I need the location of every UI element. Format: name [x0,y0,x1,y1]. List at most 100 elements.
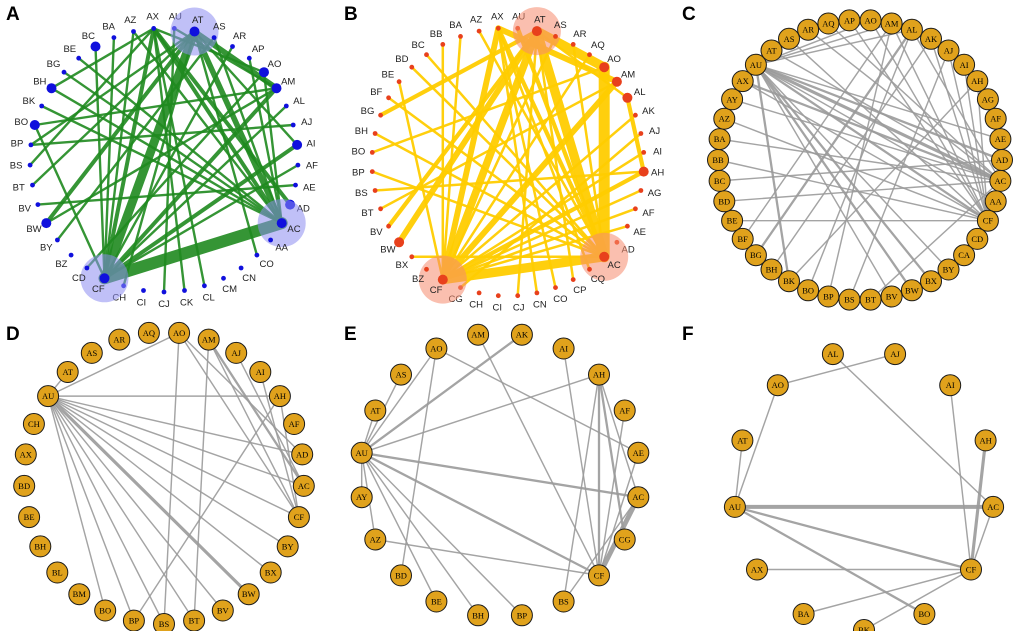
node-label: CD [72,273,86,284]
network-node [476,290,482,296]
node-label: CJ [513,303,525,314]
network-node [18,506,41,529]
node-label: BC [411,40,424,51]
network-edge [930,38,989,222]
network-edge [360,452,479,617]
network-node [372,188,378,193]
node-label: BE [63,44,76,55]
network-node [638,188,644,193]
network-node [900,279,923,302]
network-node [638,131,644,136]
network-node [108,328,131,351]
network-edge [438,27,541,284]
network-node [838,9,861,32]
network-edge [562,347,600,577]
node-label: BP [352,167,365,178]
node-label: AK [516,330,529,340]
network-node [350,441,373,464]
network-edge [949,384,972,571]
network-node [622,92,633,103]
network-node [424,52,429,58]
network-node [534,290,540,296]
node-label: BX [925,276,937,286]
node-label: BY [282,541,294,551]
network-node [937,39,960,62]
network-node [570,42,576,47]
node-label: AZ [719,114,730,124]
node-label: CF [430,285,443,296]
network-node [221,275,226,281]
network-edge [262,70,283,225]
network-edge [259,371,300,518]
network-edge [970,506,994,571]
network-edge [103,36,116,280]
node-label: BP [823,292,834,302]
node-label: AM [621,70,635,81]
network-node [974,429,997,452]
network-node [254,252,260,258]
network-node [409,254,415,260]
node-label: BH [33,77,46,88]
network-edge [102,26,156,281]
node-label: BX [265,568,277,578]
node-label: AT [766,46,777,56]
node-label: CO [259,259,273,270]
node-label: AH [593,370,605,380]
network-edge [360,451,640,499]
network-node [230,44,235,49]
node-label: AU [729,502,741,512]
network-node [553,285,558,290]
network-node [364,528,387,551]
node-label: AI [256,367,265,377]
network-node [976,209,999,232]
node-label: CI [137,297,147,308]
network-node [900,18,923,41]
node-label: BS [10,161,23,172]
network-node [760,39,783,62]
node-label: AH [651,167,664,178]
network-node [291,443,314,466]
node-label: AD [621,245,634,256]
network-edge [515,26,607,259]
network-edge [103,30,135,280]
network-edge [400,347,438,577]
network-node [570,277,576,282]
node-label: BS [558,597,569,607]
network-node [237,583,260,606]
network-edge [827,22,1002,182]
network-node [467,323,490,346]
network-node [283,413,306,435]
network-edge [770,49,1002,182]
network-edge [56,36,216,242]
node-label: BF [370,87,382,98]
node-label: AO [864,15,876,25]
network-edge [77,57,283,225]
network-node [293,182,298,188]
network-node [386,95,391,101]
network-edge [151,26,284,226]
node-label: BV [370,227,383,238]
network-node [68,583,91,606]
network-node [458,34,463,39]
network-node [960,558,982,581]
network-node [56,361,79,383]
node-label: AQ [822,19,834,29]
node-label: AF [619,406,630,416]
network-edge [755,64,950,271]
network-edge [47,332,180,397]
node-label: AO [772,380,784,390]
network-node [409,64,415,70]
node-label: AF [306,161,318,172]
network-edge [98,217,288,285]
node-label: BP [517,610,528,620]
node-label: AT [192,15,204,26]
network-edge [373,132,606,259]
node-label: AO [607,54,621,65]
network-node [966,70,989,93]
node-label: AQ [143,328,155,338]
network-edge [207,338,300,518]
network-edge [50,27,155,90]
node-label: BK [858,625,871,631]
network-edge [47,395,195,622]
